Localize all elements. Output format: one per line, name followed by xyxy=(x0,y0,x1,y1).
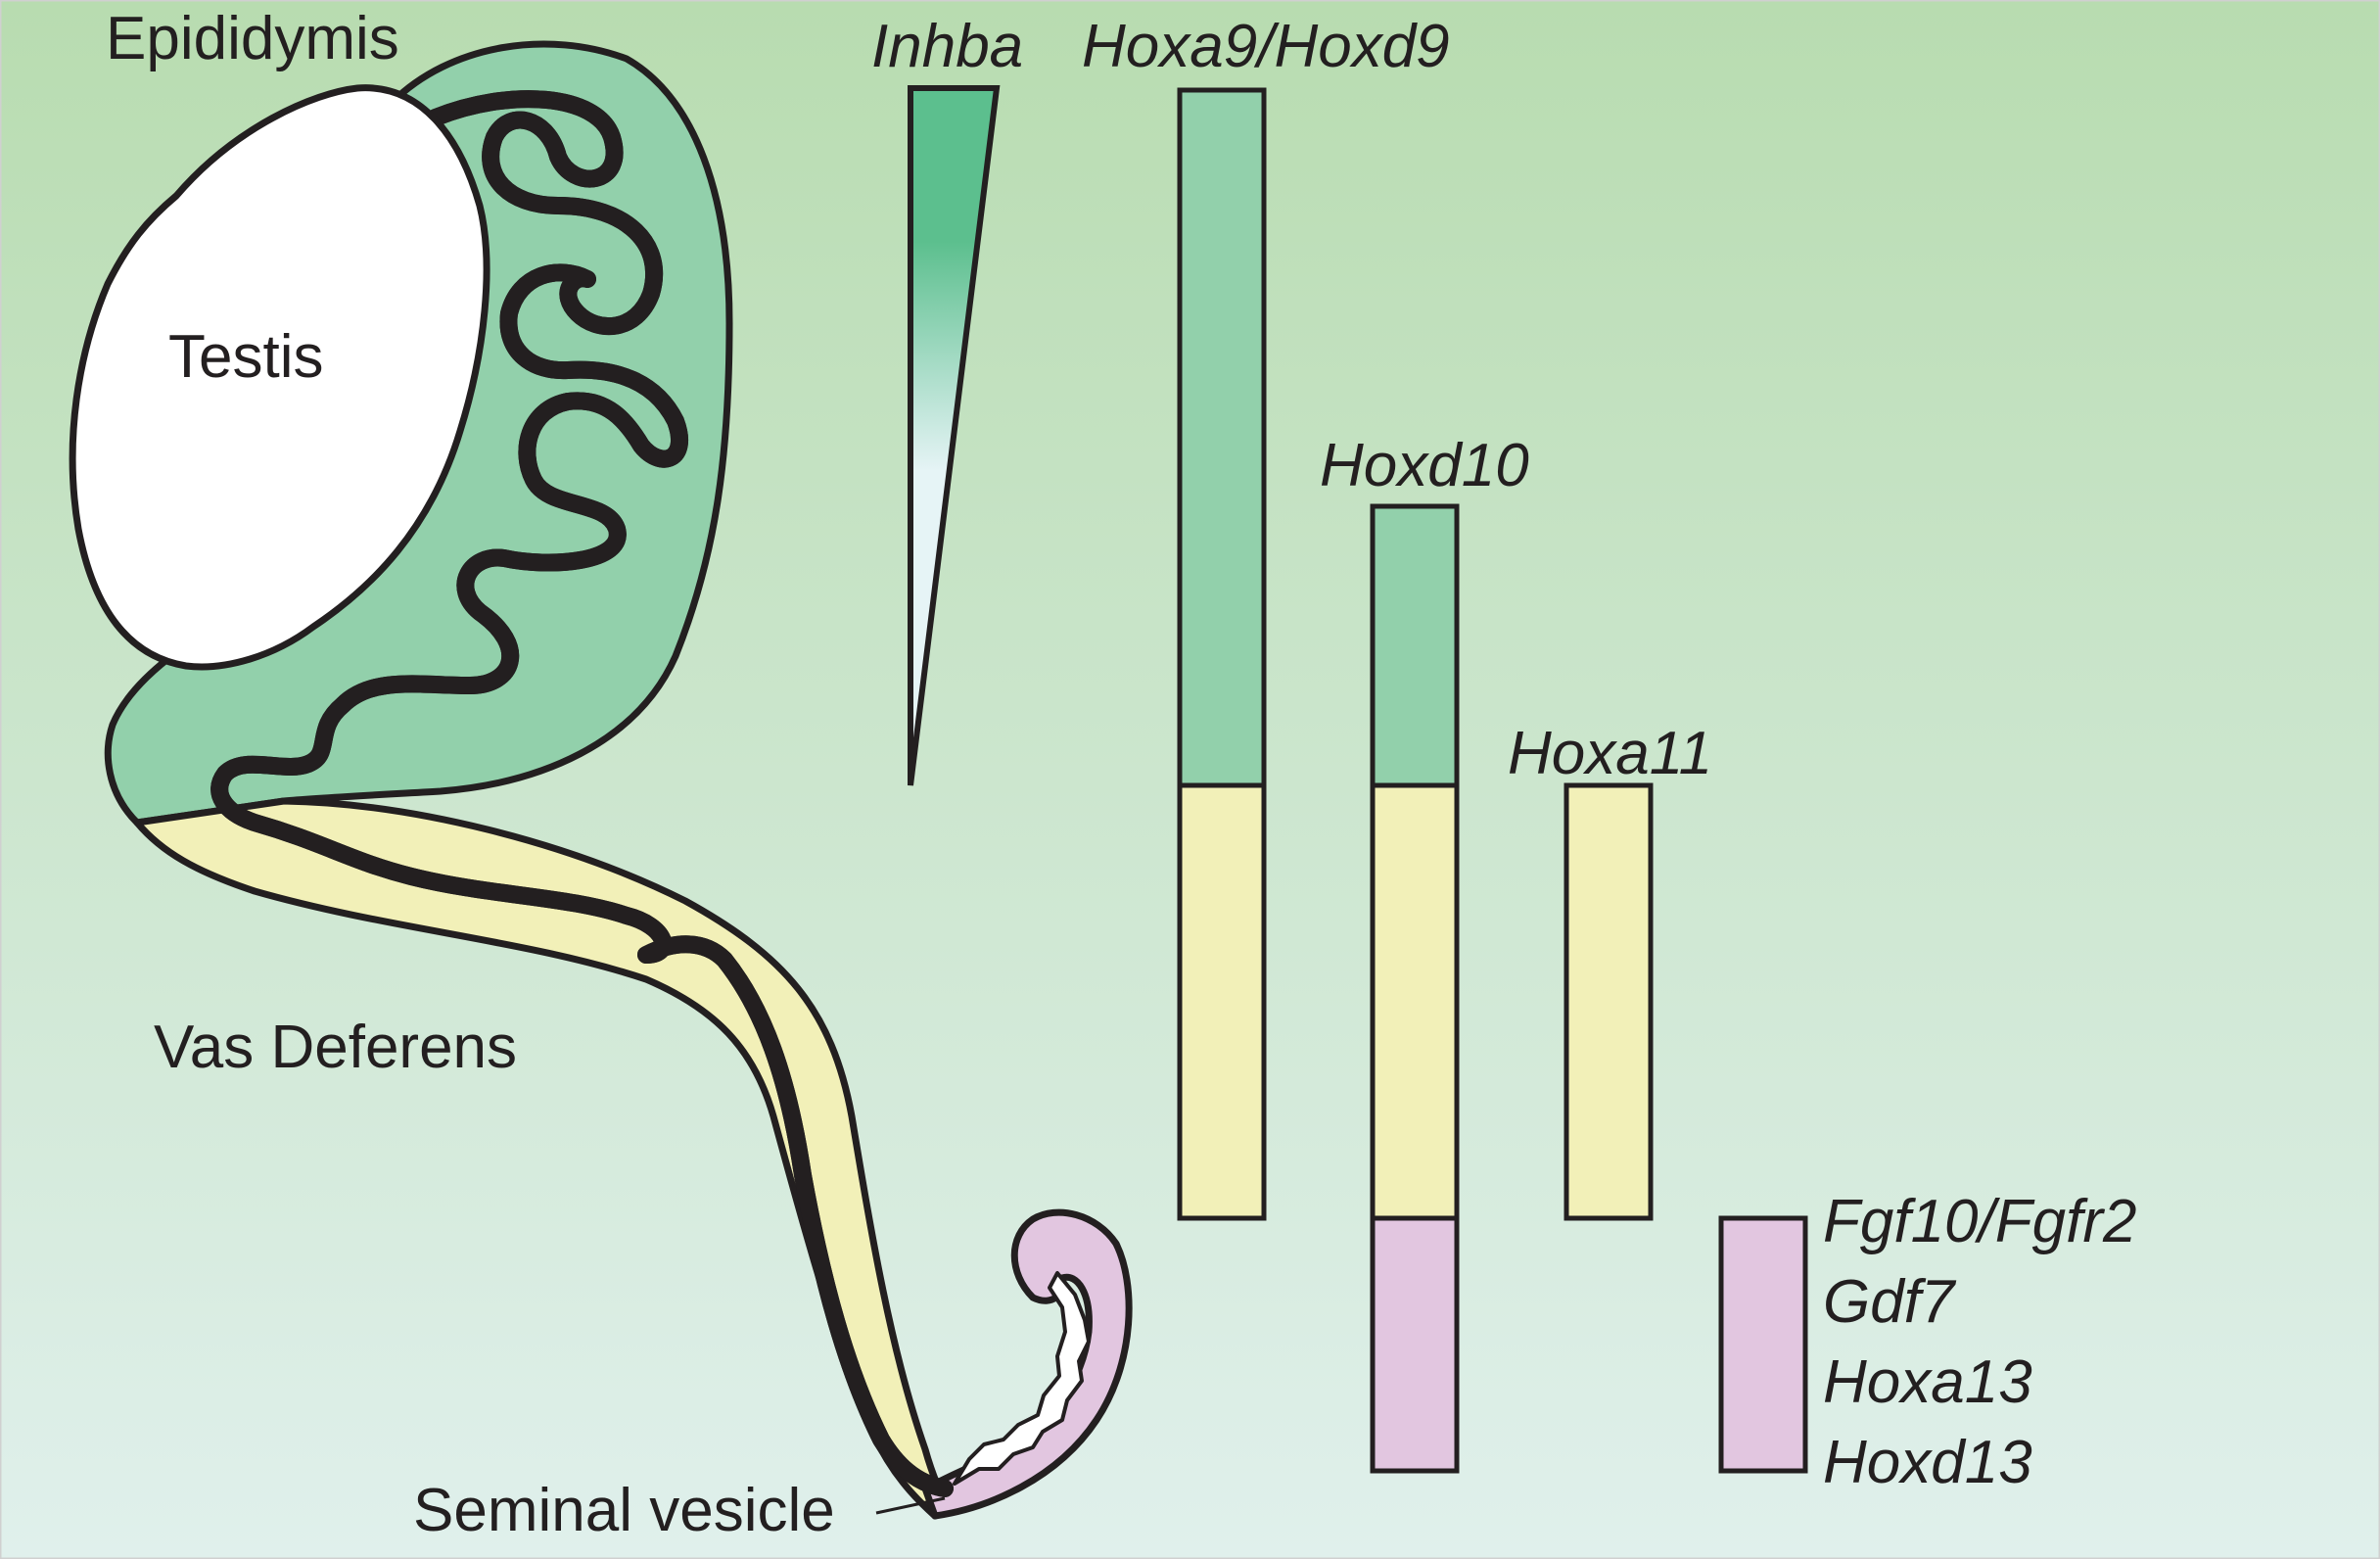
gene-label-hoxa11: Hoxa11 xyxy=(1508,720,1712,787)
gene-label-gdf7: Gdf7 xyxy=(1823,1268,1957,1336)
inhba-gradient-wedge xyxy=(908,85,1001,786)
seminal-vesicle-leader xyxy=(875,1496,946,1515)
bar-hoxa9-hoxd9 xyxy=(1177,87,1267,1221)
vas-deferens-label: Vas Deferens xyxy=(154,1014,517,1081)
testis-label: Testis xyxy=(168,323,323,391)
seminal-vesicle-lumen xyxy=(953,1271,1091,1486)
gene-label-hoxa13: Hoxa13 xyxy=(1823,1348,2032,1416)
seminal-vesicle-label: Seminal vesicle xyxy=(413,1477,835,1544)
gene-label-inhba: Inhba xyxy=(871,13,1023,80)
gene-label-hoxd10: Hoxd10 xyxy=(1320,432,1529,499)
gene-label-hoxa9-hoxd9: Hoxa9/Hoxd9 xyxy=(1082,13,1450,80)
bar-fgf10-group xyxy=(1718,1215,1808,1474)
bar-hoxd10 xyxy=(1370,503,1460,1474)
epididymis-label: Epididymis xyxy=(106,5,399,72)
testis-shape xyxy=(69,84,490,671)
coiled-duct xyxy=(219,99,945,1488)
gene-label-hoxd13: Hoxd13 xyxy=(1823,1429,2032,1496)
bar-hoxa11 xyxy=(1563,782,1654,1221)
gene-label-fgf10-fgfr2: Fgf10/Fgfr2 xyxy=(1823,1188,2136,1255)
